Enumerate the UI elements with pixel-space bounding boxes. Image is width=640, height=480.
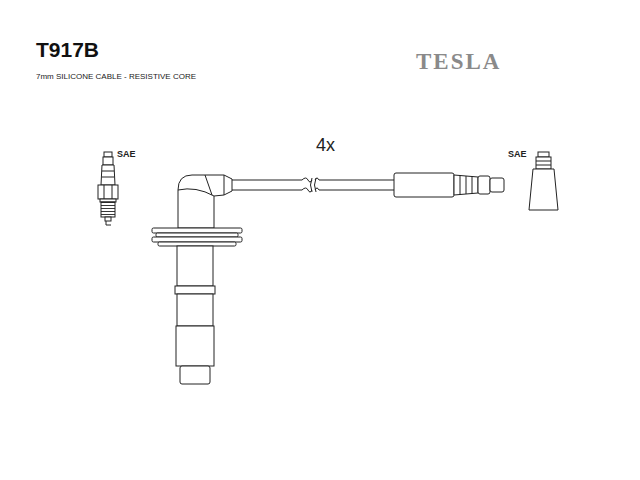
- boot-ring: [478, 176, 490, 194]
- boot-body: [394, 173, 454, 197]
- cable-edge: [315, 178, 394, 180]
- boot-rib: [152, 228, 242, 233]
- boot-tip: [490, 178, 504, 192]
- cable-edge: [232, 178, 312, 182]
- boot-elbow: [178, 175, 232, 228]
- cable: [232, 178, 394, 192]
- drawing-stroke: [466, 176, 467, 194]
- connector-type-label: SAE: [508, 150, 527, 160]
- cap-top: [538, 152, 549, 157]
- boot-body: [177, 246, 213, 286]
- cable-edge: [232, 188, 312, 192]
- drawing-stroke: [536, 165, 551, 166]
- cap-body: [529, 169, 558, 210]
- drawing-stroke: [112, 185, 113, 199]
- plug-insulator: [101, 165, 115, 185]
- cable-break: [311, 178, 313, 192]
- cable-break: [315, 178, 317, 192]
- quantity-label: 4x: [316, 136, 335, 156]
- boot-taper: [454, 175, 478, 195]
- drawing-stroke: [178, 189, 214, 196]
- drawing-stroke: [460, 175, 461, 195]
- drawing-stroke: [104, 185, 105, 199]
- plug-hex: [98, 185, 118, 199]
- distributor-end-boot: [394, 173, 504, 197]
- connector-type-label: SAE: [117, 150, 136, 160]
- brand-logo: TESLA: [416, 49, 501, 74]
- plug-terminal-nut: [103, 157, 113, 165]
- terminal-cap: [529, 152, 558, 210]
- plug-boot: [152, 175, 242, 384]
- plug-thread: [101, 202, 115, 217]
- spark-plug: [98, 152, 118, 225]
- plug-tip: [105, 217, 111, 221]
- plug-electrode: [106, 221, 111, 225]
- boot-lower: [176, 326, 214, 366]
- boot-body: [177, 294, 213, 326]
- cap-neck: [536, 157, 551, 169]
- boot-rib: [152, 237, 242, 242]
- boot-rib: [158, 242, 236, 246]
- boot-tip: [180, 366, 210, 384]
- drawing-stroke: [536, 161, 551, 162]
- drawing-stroke: [102, 171, 114, 172]
- boot-collar: [175, 286, 215, 294]
- drawing-stroke: [472, 176, 473, 194]
- cable-edge: [315, 188, 394, 190]
- plug-terminal: [104, 152, 112, 157]
- part-number-title: T917B: [36, 38, 99, 61]
- drawing-stroke: [102, 177, 114, 178]
- drawing-stroke: [224, 175, 225, 195]
- boot-rib: [156, 233, 238, 237]
- cable-spec-note: 7mm SILICONE CABLE - RESISTIVE CORE: [36, 73, 196, 82]
